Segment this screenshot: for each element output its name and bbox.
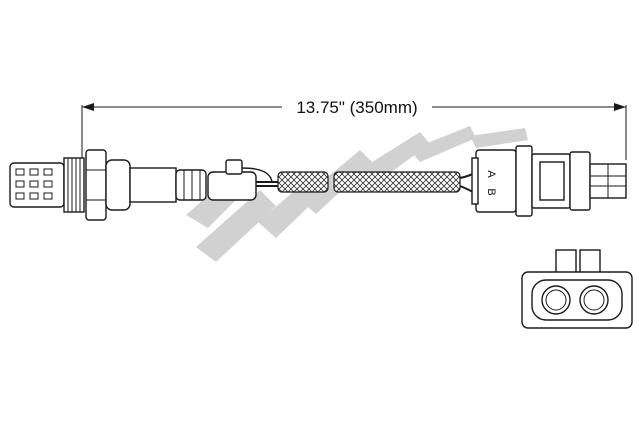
wire-leads [256,181,280,187]
connector-plug-side: A B [471,145,627,217]
pin-a-label: A [485,170,497,178]
sensor-shell [129,167,207,203]
dimension-label: 13.75" (350mm) [296,98,417,117]
dimension-line: 13.75" (350mm) [81,98,627,160]
sensor-tip [9,162,65,208]
left-arrow-icon [82,103,94,111]
pin-b-label: B [485,188,497,195]
wire-grommet [207,159,273,201]
sensor-hex-body [85,149,131,221]
connector-end-view [521,249,633,329]
right-arrow-icon [614,103,626,111]
braided-sleeve [277,171,461,193]
sensor-threads [63,157,85,213]
